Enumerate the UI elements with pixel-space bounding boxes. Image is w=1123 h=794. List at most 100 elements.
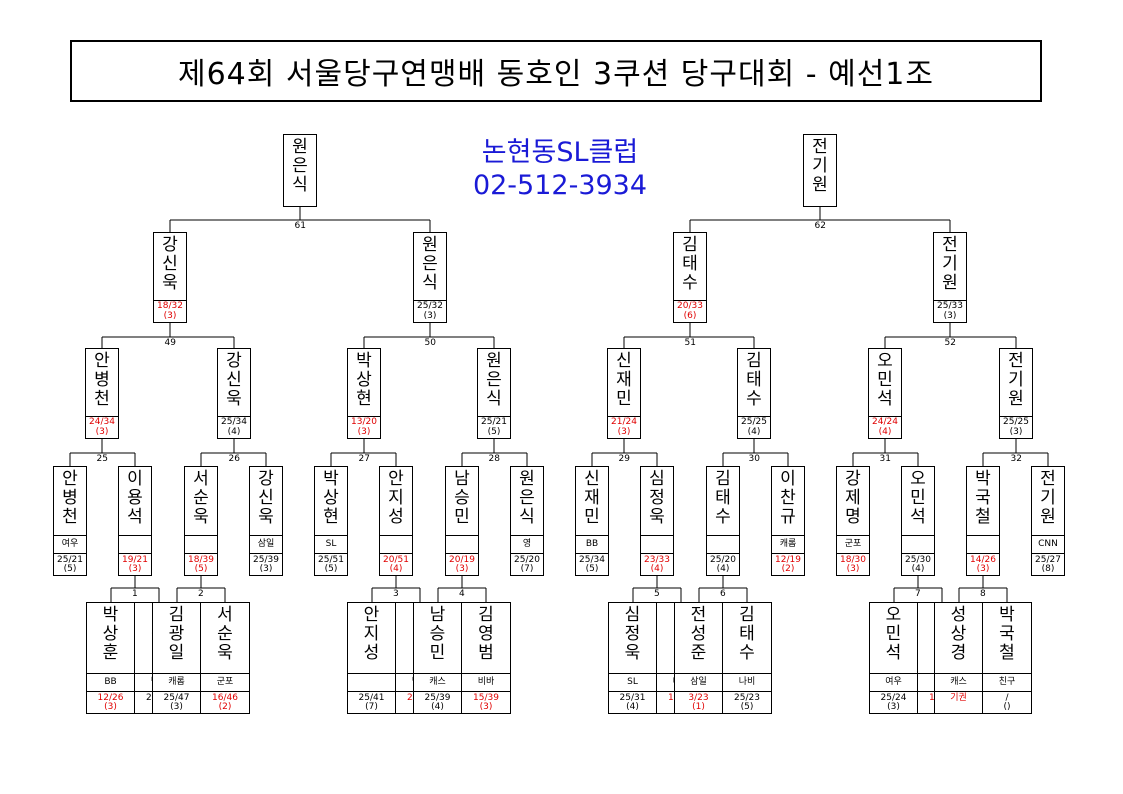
player-club <box>446 535 478 554</box>
score-value: 18/39 <box>188 555 214 565</box>
player-score: 25/47(3) <box>153 691 200 717</box>
match-number: 49 <box>163 338 177 348</box>
score-value: 23/33 <box>644 555 670 565</box>
inning-value: (4) <box>716 564 730 574</box>
player-club: SL <box>315 535 347 554</box>
inning-value: (5) <box>324 564 338 574</box>
score-value: 25/20 <box>710 555 736 565</box>
match-number: 4 <box>458 589 466 599</box>
score-value: 25/39 <box>253 555 279 565</box>
score-value: 25/25 <box>741 417 767 427</box>
match-number: 29 <box>617 454 631 464</box>
player-club: 삼일 <box>675 673 722 692</box>
player-club <box>185 535 217 554</box>
player-club: BB <box>576 535 608 554</box>
player-club <box>119 535 151 554</box>
player-score: 12/19(2) <box>772 553 804 579</box>
inning-value: (4) <box>911 564 925 574</box>
player-score: 기권 <box>935 691 982 717</box>
match-number: 2 <box>197 589 205 599</box>
score-value: 25/41 <box>358 693 385 703</box>
player-score: 3/23(1) <box>675 691 722 717</box>
inning-value: (5) <box>194 564 208 574</box>
player-score: 16/46(2) <box>201 691 249 717</box>
player-score: 25/27(8) <box>1032 553 1064 579</box>
match-number: 51 <box>683 338 697 348</box>
inning-value: (3) <box>617 427 631 437</box>
player-score: 25/20(7) <box>511 553 543 579</box>
player-club: 삼일 <box>250 535 282 554</box>
match-number: 32 <box>1009 454 1023 464</box>
player-club: 여우 <box>870 673 917 692</box>
player-score: 25/24(3) <box>870 691 917 717</box>
match-number: 8 <box>979 589 987 599</box>
score-value: 24/24 <box>872 417 898 427</box>
score-value: 25/39 <box>424 693 451 703</box>
score-value: 18/30 <box>840 555 866 565</box>
inning-value: (4) <box>431 702 444 712</box>
inning-value: (3) <box>163 311 177 321</box>
player-score: 18/32(3) <box>154 300 186 324</box>
club-phone: 02-512-3934 <box>472 170 648 201</box>
match-number: 62 <box>813 221 827 231</box>
score-value: 25/27 <box>1035 555 1061 565</box>
player-score: 25/25(4) <box>738 416 770 440</box>
inning-value: (8) <box>1041 564 1055 574</box>
inning-value: (5) <box>63 564 77 574</box>
player-club <box>967 535 999 554</box>
player-score: 25/51(5) <box>315 553 347 579</box>
player-score: 15/39(3) <box>462 691 510 717</box>
match-number: 27 <box>357 454 371 464</box>
player-club: SL <box>609 673 656 692</box>
match-number: 30 <box>747 454 761 464</box>
score-value: 25/25 <box>1003 417 1029 427</box>
score-value: 12/26 <box>97 693 124 703</box>
score-value: 16/46 <box>212 693 238 703</box>
player-club: 여우 <box>54 535 86 554</box>
inning-value: (6) <box>683 311 697 321</box>
inning-value: (3) <box>95 427 109 437</box>
player-club: 군포 <box>201 673 249 692</box>
inning-value: (2) <box>218 702 232 712</box>
player-score: 18/39(5) <box>185 553 217 579</box>
player-score: 25/32(3) <box>414 300 446 324</box>
player-score: 25/39(4) <box>414 691 461 717</box>
match-number: 61 <box>293 221 307 231</box>
inning-value: (4) <box>747 427 761 437</box>
match-number: 52 <box>943 338 957 348</box>
